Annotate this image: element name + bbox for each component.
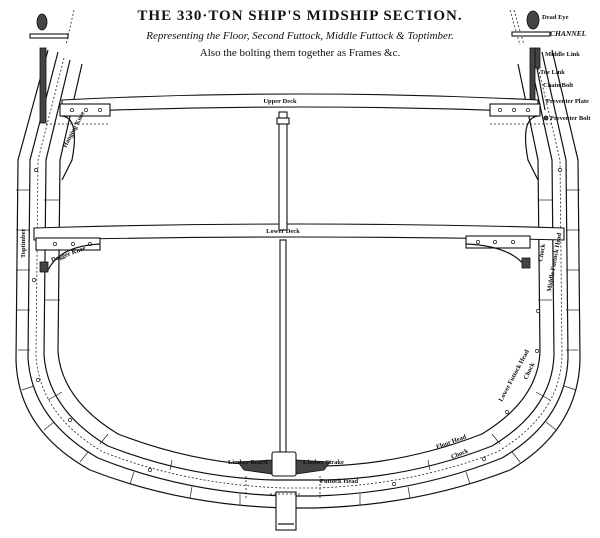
label-preventer-bolt: Preventer Bolt bbox=[550, 115, 591, 122]
label-chock-upper: Chock bbox=[537, 243, 547, 262]
dead-eye-icon bbox=[526, 10, 540, 30]
channel-rigging bbox=[509, 9, 551, 121]
keelson-and-keel bbox=[237, 451, 331, 531]
label-limber-board: Limber Board bbox=[228, 459, 268, 466]
label-preventer-plate: Preventer Plate bbox=[546, 98, 589, 105]
label-dead-eye: Dead Eye bbox=[542, 14, 569, 21]
frame-bolts bbox=[32, 168, 562, 486]
drawing-subtitle-2: Also the bolting them together as Frames… bbox=[200, 47, 401, 59]
channel-rigging-left bbox=[29, 9, 75, 124]
label-channel: CHANNEL bbox=[550, 29, 587, 38]
drawing-title: THE 330·TON SHIP'S MIDSHIP SECTION. bbox=[137, 8, 462, 24]
label-middle-link: Middle Link bbox=[545, 51, 580, 58]
label-lower-deck: Lower Deck bbox=[266, 228, 300, 235]
upper-deck bbox=[46, 93, 552, 181]
label-chock-lower: Chock bbox=[450, 447, 470, 460]
hull-planking bbox=[15, 49, 581, 509]
label-upper-deck: Upper Deck bbox=[263, 98, 297, 105]
lower-deck bbox=[33, 223, 565, 273]
label-chain-bolt: Chain Bolt bbox=[543, 82, 574, 89]
label-futtock-head: Futtock Head bbox=[320, 478, 358, 485]
label-toe-link: Toe Link bbox=[540, 69, 565, 76]
drawing-subtitle: Representing the Floor, Second Futtock, … bbox=[145, 30, 453, 42]
label-limber-strake: Limber Strake bbox=[303, 459, 344, 466]
label-toptimber: Toptimber bbox=[20, 229, 27, 258]
pillar bbox=[276, 111, 290, 453]
